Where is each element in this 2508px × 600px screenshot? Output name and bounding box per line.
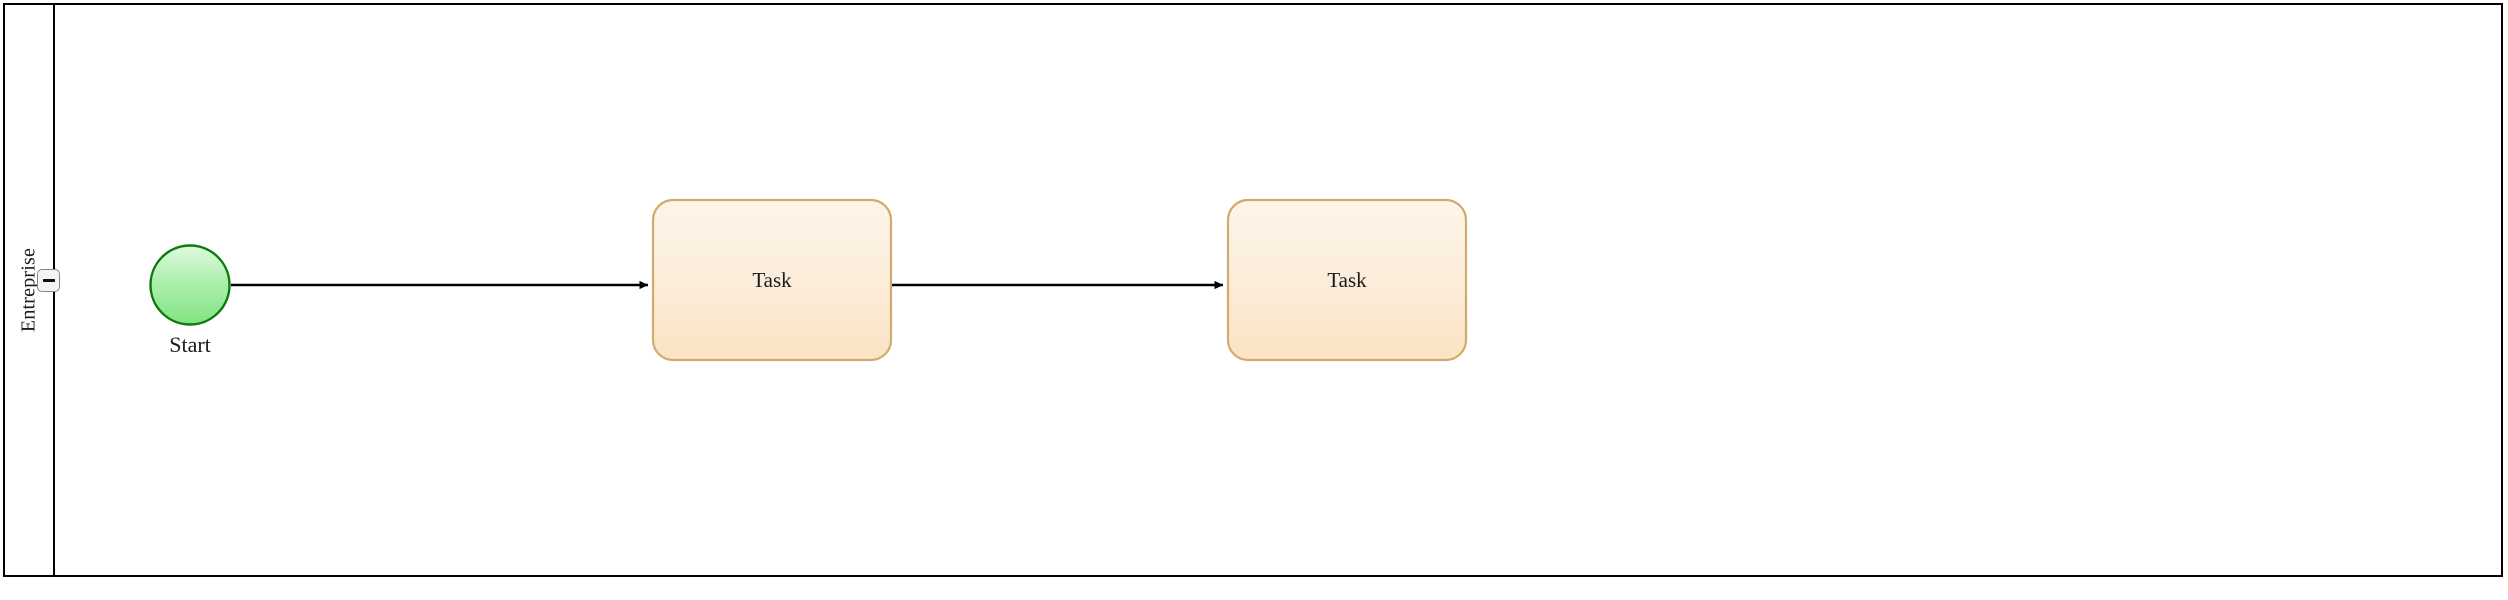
task-node-1[interactable] xyxy=(651,198,893,362)
task-node-2-label: Task xyxy=(1327,268,1367,292)
task-node-1-label: Task xyxy=(752,268,792,292)
start-event-node[interactable] xyxy=(149,244,231,326)
bpmn-pool-entreprise[interactable]: Entreprise xyxy=(3,3,2503,577)
pool-collapse-minus-button[interactable] xyxy=(37,269,60,292)
task-node-2[interactable] xyxy=(1226,198,1468,362)
start-event-label: Start xyxy=(169,332,211,357)
minus-icon xyxy=(42,278,55,283)
